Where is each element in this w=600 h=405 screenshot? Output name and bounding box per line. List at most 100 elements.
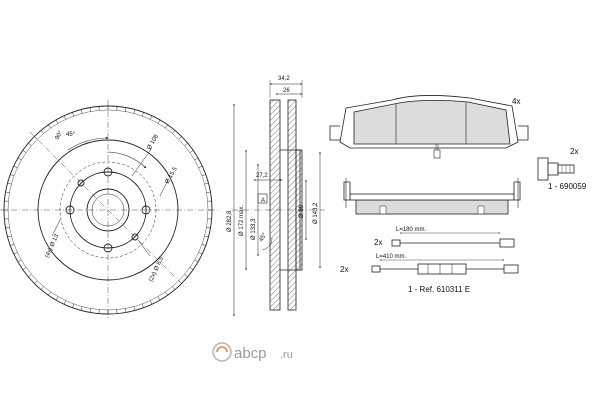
vane-tick: [142, 304, 143, 308]
vane-tick: [64, 301, 66, 305]
section-outer-ring: [288, 100, 296, 310]
vane-tick: [172, 130, 175, 133]
brake-pad-side-view: [344, 178, 520, 214]
angle-90-label: 90°: [55, 130, 65, 141]
vane-tick: [14, 252, 18, 254]
side-backing-plate: [350, 194, 514, 200]
vane-tick: [64, 116, 66, 120]
vane-tick: [158, 120, 160, 123]
vane-tick: [134, 307, 135, 311]
vane-tick: [206, 192, 210, 193]
vane-tick: [6, 192, 10, 193]
vane-tick: [134, 110, 135, 114]
watermark-brand: abcp: [234, 345, 267, 362]
vane-tick: [199, 252, 203, 254]
vane-tick: [125, 308, 126, 312]
vane-tick: [202, 244, 206, 245]
bolt-head: [538, 158, 548, 180]
sensor2-length-label: L=410 mm.: [376, 254, 407, 260]
vane-tick: [81, 307, 82, 311]
watermark-logo-icon: [213, 343, 231, 361]
vane-tick: [28, 274, 31, 277]
vane-tick: [125, 108, 126, 112]
vane-tick: [190, 267, 193, 269]
dia-108-label: Ø 108: [147, 133, 161, 151]
vane-tick: [142, 112, 143, 116]
vane-tick: [23, 150, 26, 152]
dim-66-label: Ø 66: [299, 204, 305, 218]
vane-tick: [18, 158, 21, 160]
vane-tick: [34, 281, 37, 284]
vane-tick: [185, 274, 188, 277]
vane-tick: [150, 301, 152, 305]
vane-tick: [150, 116, 152, 120]
dim-143-2-label: Ø 143,2: [313, 202, 319, 224]
dim-26-label: 26: [283, 88, 290, 94]
vane-tick: [90, 308, 91, 312]
vane-tick: [18, 260, 21, 262]
vane-tick: [8, 183, 12, 184]
disc-section-view: [232, 80, 325, 316]
vane-tick: [48, 125, 50, 128]
vane-tick: [23, 267, 26, 269]
section-inner-ring: [270, 100, 280, 310]
vane-tick: [165, 125, 167, 128]
vane-tick: [72, 112, 73, 116]
vane-tick: [81, 110, 82, 114]
vane-tick: [6, 227, 10, 228]
vane-tick: [34, 136, 37, 139]
wear-sensor-short: [392, 233, 514, 247]
pad-friction-material: [354, 100, 510, 144]
disc-front-view: [0, 100, 220, 320]
vane-tick: [179, 281, 182, 284]
ref-a-label: A: [261, 198, 265, 204]
guide-bolt: [538, 158, 574, 180]
vane-tick: [10, 244, 14, 245]
vane-tick: [158, 297, 160, 300]
dim-45-label: 45°: [259, 232, 269, 243]
side-friction-layer: [356, 200, 508, 214]
vane-tick: [10, 174, 14, 175]
disc-labels: 90° 45° Ø 108 Ø 15,5 (4x) Ø 13 (2x) Ø 8,…: [44, 130, 179, 283]
vane-tick: [41, 287, 44, 290]
vane-tick: [195, 158, 198, 160]
wear-sensor-long: [372, 260, 518, 274]
dim-282-8-label: Ø 282,8: [227, 210, 233, 232]
qty-2x-sensor2-label: 2x: [340, 265, 348, 274]
vane-tick: [56, 297, 58, 300]
dim-133-3-label: Ø 133,3: [251, 218, 257, 240]
dim-172-label: Ø 172 máx.: [239, 205, 245, 236]
qty-2x-bolt-label: 2x: [570, 147, 578, 156]
dim-27-2-label: 27,2: [256, 173, 268, 179]
angle-45-label: 45°: [66, 132, 76, 138]
sensor1-length-label: L=180 mm.: [396, 227, 427, 233]
vane-tick: [185, 143, 188, 146]
vane-tick: [205, 236, 209, 237]
abcp-watermark: abcp .ru: [213, 343, 293, 362]
vane-tick: [90, 108, 91, 112]
vane-tick: [202, 174, 206, 175]
vane-tick: [172, 287, 175, 290]
vane-tick: [190, 150, 193, 152]
vane-tick: [56, 120, 58, 123]
vane-tick: [14, 166, 18, 168]
vane-tick: [165, 292, 167, 295]
vane-tick: [206, 227, 210, 228]
vane-tick: [195, 260, 198, 262]
vane-tick: [41, 130, 44, 133]
qty-4x-label: 4x: [512, 97, 520, 106]
vane-tick: [48, 292, 50, 295]
vane-tick: [179, 136, 182, 139]
vane-tick: [8, 236, 12, 237]
dia-13-label: (4x) Ø 13: [44, 233, 60, 259]
sensor-ref-label: 1 - Ref. 610311 E: [408, 285, 470, 294]
vane-tick: [28, 143, 31, 146]
vane-tick: [72, 304, 73, 308]
dim-34-2-label: 34,2: [278, 76, 290, 82]
vane-tick: [205, 183, 209, 184]
watermark-tld: .ru: [280, 349, 293, 361]
brake-pad-front-view: [330, 95, 528, 158]
vane-tick: [199, 166, 203, 168]
